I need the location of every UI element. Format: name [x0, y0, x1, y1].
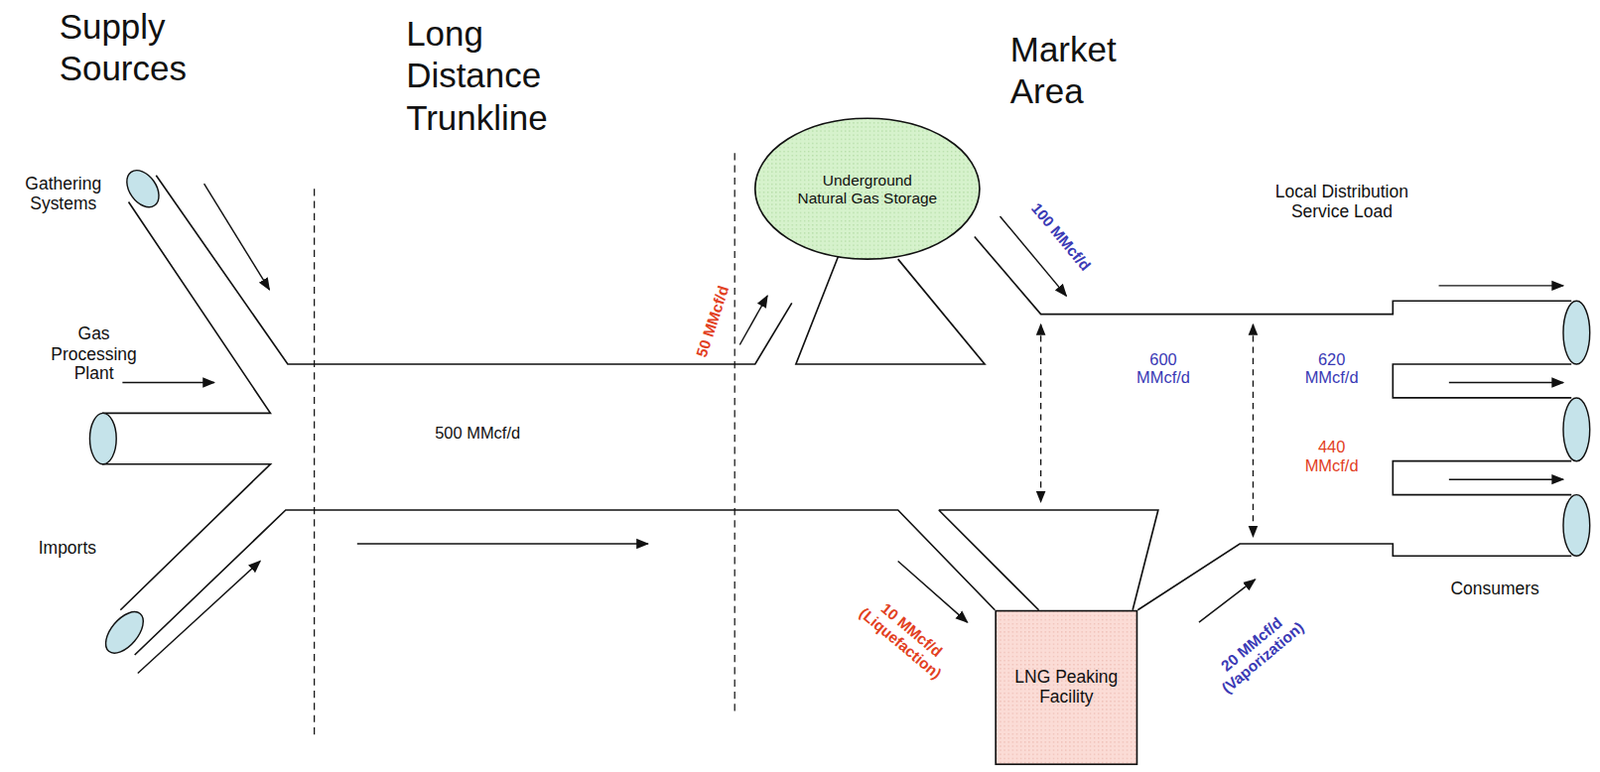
flow-rate: 20 MMcf/d (Vaporization) [1201, 600, 1313, 701]
node-text: LNG Peaking Facility [1010, 667, 1123, 708]
section-heading: Market Area [1010, 28, 1164, 113]
flow-rate: 10 MMcf/d (Liquefaction) [852, 587, 960, 686]
flow-rate: 500 MMcf/d [434, 423, 521, 443]
source-label: Gas Processing Plant [42, 324, 145, 385]
flow-rate: 440 MMcf/d [1298, 438, 1366, 477]
flow-rate: 50 MMcf/d [692, 283, 733, 360]
area-label: Consumers [1450, 578, 1539, 599]
source-label: Imports [38, 538, 97, 559]
source-label: Gathering Systems [15, 173, 111, 214]
storage-ellipse: Underground Natural Gas Storage [754, 117, 981, 261]
section-heading: Supply Sources [59, 5, 223, 90]
node-text: Underground Natural Gas Storage [797, 170, 938, 206]
flow-rate: 620 MMcf/d [1298, 350, 1366, 389]
area-label: Local Distribution Service Load [1255, 181, 1430, 222]
lng-facility-box: LNG Peaking Facility [994, 610, 1138, 766]
dashed-arrows [1041, 324, 1254, 537]
flow-rate: 600 MMcf/d [1129, 350, 1198, 389]
section-heading: Long Distance Trunkline [405, 12, 595, 138]
section-dividers [314, 152, 736, 737]
